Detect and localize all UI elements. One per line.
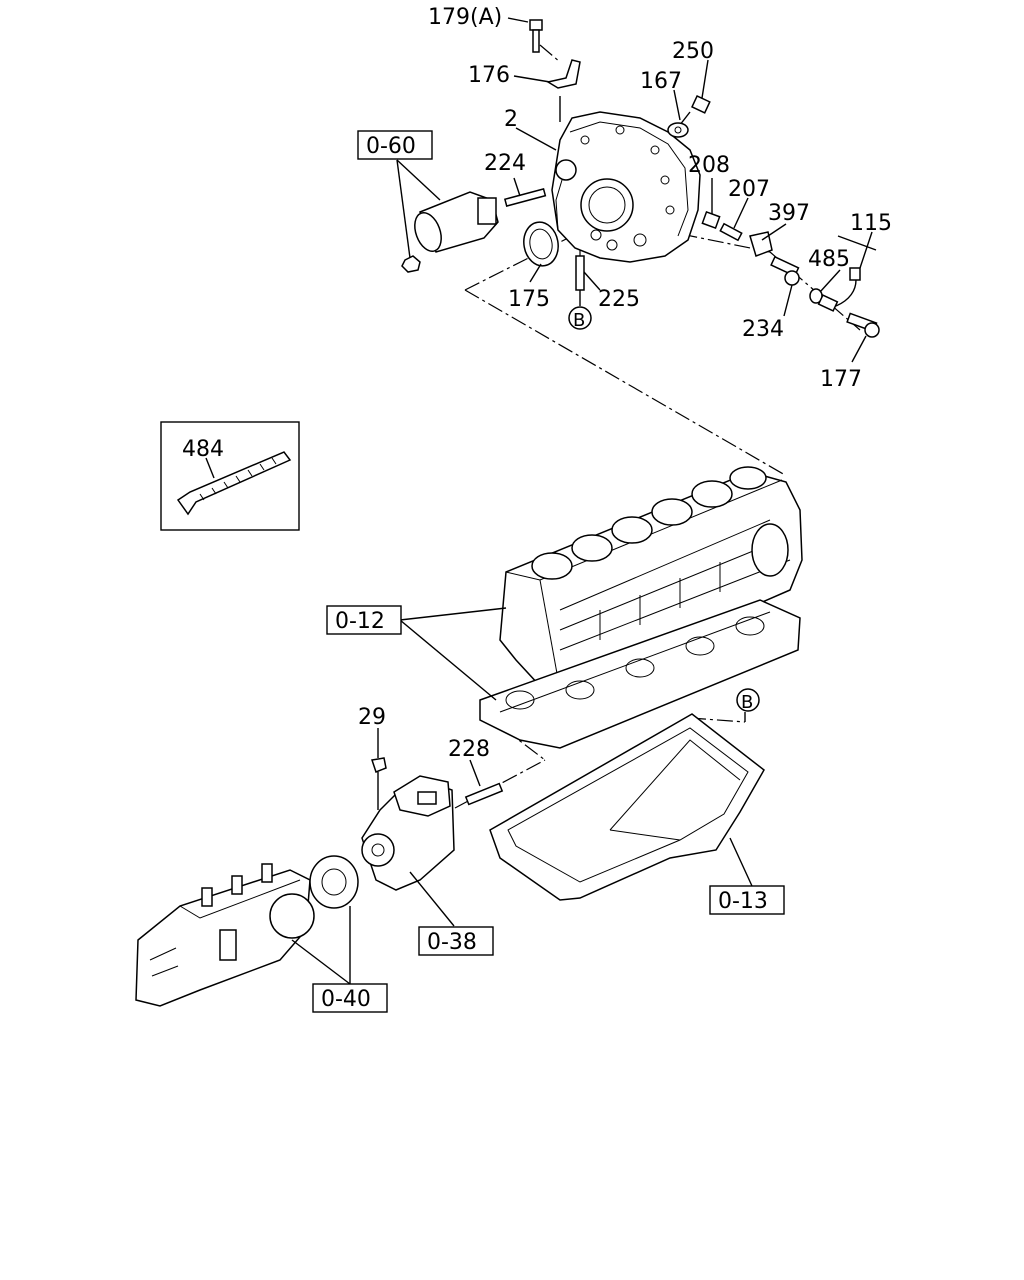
callout-397: 397 [768, 201, 810, 226]
cylinder-block [499, 466, 803, 691]
bracket-176 [546, 59, 581, 89]
reference-0-13: 0-13 [718, 889, 768, 914]
callout-177: 177 [820, 367, 862, 392]
oil-pan [489, 713, 765, 901]
callout-250: 250 [672, 39, 714, 64]
key-29 [371, 757, 387, 773]
gasket-167 [667, 122, 689, 138]
callout-234: 234 [742, 317, 784, 342]
reference-box-0-38: 0-38 [418, 926, 494, 956]
callout-207: 207 [728, 177, 770, 202]
reference-box-0-12: 0-12 [326, 605, 402, 635]
bolt-177 [846, 312, 880, 338]
stud-228 [464, 782, 504, 806]
reference-box-0-40: 0-40 [312, 983, 388, 1013]
cable-tie-box [160, 421, 300, 531]
callout-225: 225 [598, 287, 640, 312]
callout-175: 175 [508, 287, 550, 312]
reference-0-38: 0-38 [427, 930, 477, 955]
callout-2: 2 [504, 107, 518, 132]
reference-box-0-60: 0-60 [357, 130, 433, 160]
reference-0-40: 0-40 [321, 987, 371, 1012]
reference-0-12: 0-12 [335, 609, 385, 634]
callout-115: 115 [850, 211, 892, 236]
air-compressor [361, 775, 455, 891]
callout-167: 167 [640, 69, 682, 94]
reference-box-0-13: 0-13 [709, 885, 785, 915]
marker-b-top-label: B [573, 310, 585, 331]
stud-225 [575, 255, 585, 291]
injection-pump [135, 863, 315, 1007]
marker-b-bottom-label: B [741, 692, 753, 713]
callout-208: 208 [688, 153, 730, 178]
stud-207 [719, 222, 743, 242]
nut-0-60 [401, 255, 421, 273]
bracket-397 [749, 231, 773, 257]
callout-228: 228 [448, 737, 490, 762]
callout-labels: 179(A) 176 250 167 2 224 208 207 397 115… [182, 5, 892, 762]
reference-0-60: 0-60 [366, 134, 416, 159]
bolt-179a [529, 19, 543, 53]
oil-seal-175 [523, 221, 559, 267]
marker-b-top: B [568, 306, 592, 331]
callout-176: 176 [468, 63, 510, 88]
callout-29: 29 [358, 705, 386, 730]
plug-208 [701, 211, 721, 229]
marker-b-bottom: B [736, 688, 760, 713]
coupling-0-40 [309, 855, 359, 909]
sensor-115 [817, 267, 861, 312]
bolt-234 [770, 255, 800, 286]
callout-484: 484 [182, 437, 224, 462]
leader-lines [205, 17, 877, 985]
callout-179a: 179(A) [428, 5, 502, 30]
flywheel-housing [551, 111, 701, 263]
starter-motor [414, 191, 499, 253]
callout-224: 224 [484, 151, 526, 176]
callout-485: 485 [808, 247, 850, 272]
crankcase [479, 599, 801, 749]
stud-224 [503, 188, 547, 207]
